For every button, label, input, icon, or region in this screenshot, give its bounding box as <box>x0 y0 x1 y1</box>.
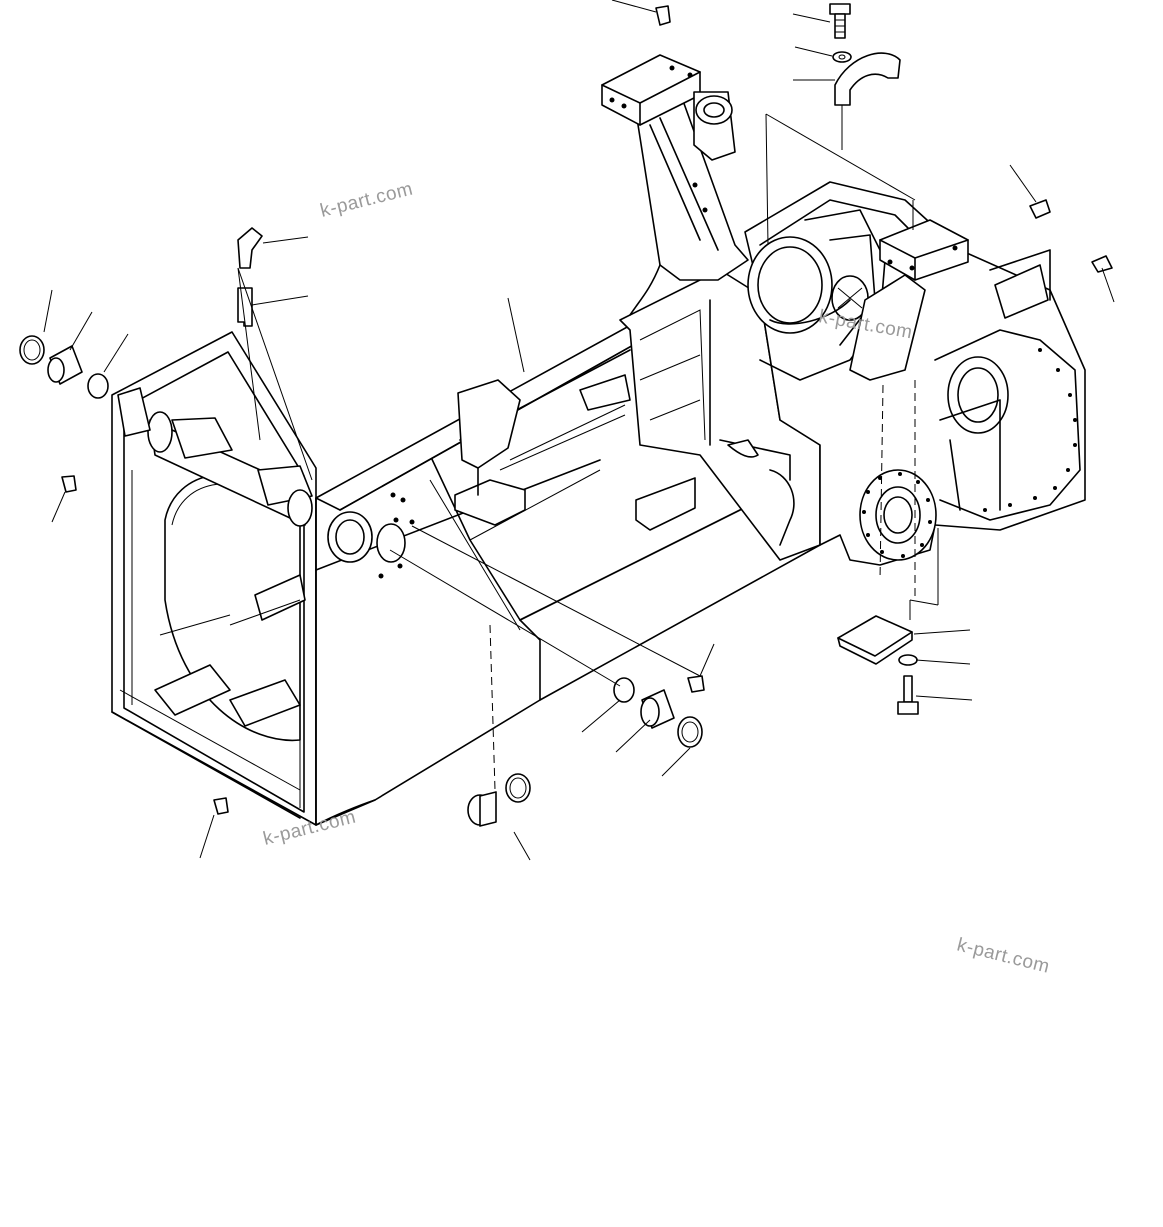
watermark-1: k-part.com <box>318 179 415 222</box>
elbow-fitting <box>237 227 263 269</box>
bolt-right <box>903 675 913 703</box>
washer-right <box>898 654 918 666</box>
leader-lines <box>43 0 1115 861</box>
clamp-part <box>834 52 901 106</box>
grease-fitting-center <box>687 675 705 693</box>
small-bushing-center <box>613 677 635 703</box>
grease-fitting-right-2 <box>1091 255 1113 273</box>
loose-parts <box>19 3 1113 827</box>
main-frame <box>111 54 1086 826</box>
washer-part <box>832 51 852 63</box>
cap-part <box>655 5 671 26</box>
grease-fitting-bottom <box>213 797 229 815</box>
grease-fitting-right-1 <box>1029 199 1051 219</box>
small-bushing-left <box>87 373 109 399</box>
grease-fitting-left <box>61 475 77 493</box>
watermark-4: k-part.com <box>955 934 1052 977</box>
bolt-part <box>829 3 851 15</box>
o-ring-center <box>677 716 703 748</box>
